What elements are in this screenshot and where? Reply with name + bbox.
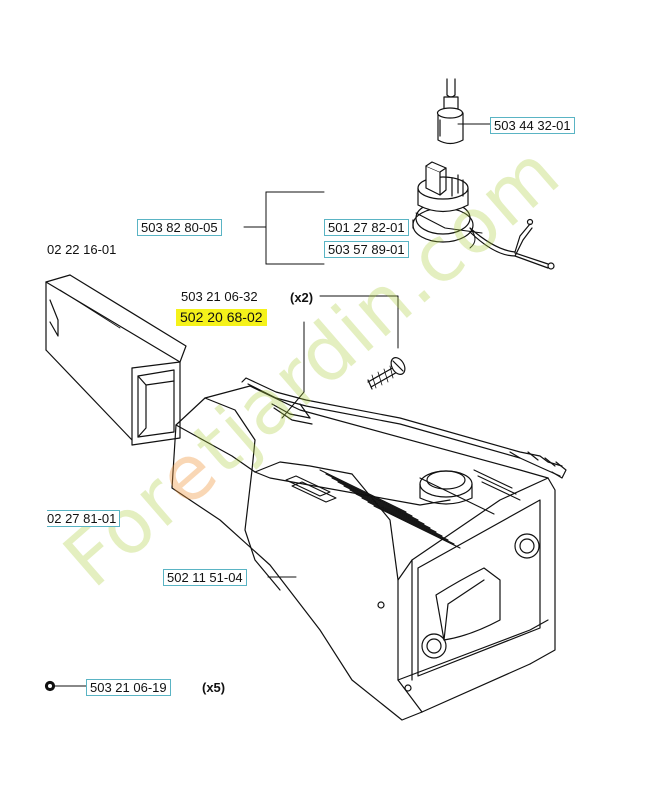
- qty-503-21-06-32: (x2): [290, 290, 314, 305]
- square-tube: [45, 274, 187, 446]
- part-label-503-44-32-01[interactable]: 503 44 32-01: [490, 117, 575, 134]
- part-label-502-11-51-04[interactable]: 502 11 51-04: [163, 569, 247, 586]
- bottom-screw: [44, 680, 56, 692]
- part-label-503-21-06-32[interactable]: 503 21 06-32: [178, 289, 261, 304]
- qty-503-21-06-19: (x5): [202, 680, 226, 695]
- leader-lines: [49, 123, 491, 687]
- part-label-503-82-80-05[interactable]: 503 82 80-05: [137, 219, 222, 236]
- part-label-502-20-68-02[interactable]: 502 20 68-02: [176, 309, 267, 326]
- part-label-503-21-06-19[interactable]: 503 21 06-19: [86, 679, 171, 696]
- part-label-501-27-82-01[interactable]: 501 27 82-01: [324, 219, 409, 236]
- part-label-02-22-16-01[interactable]: 02 22 16-01: [47, 242, 120, 257]
- part-label-02-27-81-01[interactable]: 02 27 81-01: [47, 510, 121, 527]
- main-housing: [171, 385, 556, 721]
- fuel-cap: [412, 161, 474, 243]
- screw: [367, 357, 406, 390]
- barb-fitting: [436, 78, 464, 145]
- part-label-503-57-89-01[interactable]: 503 57 89-01: [324, 241, 409, 258]
- cap-strap: [469, 218, 555, 270]
